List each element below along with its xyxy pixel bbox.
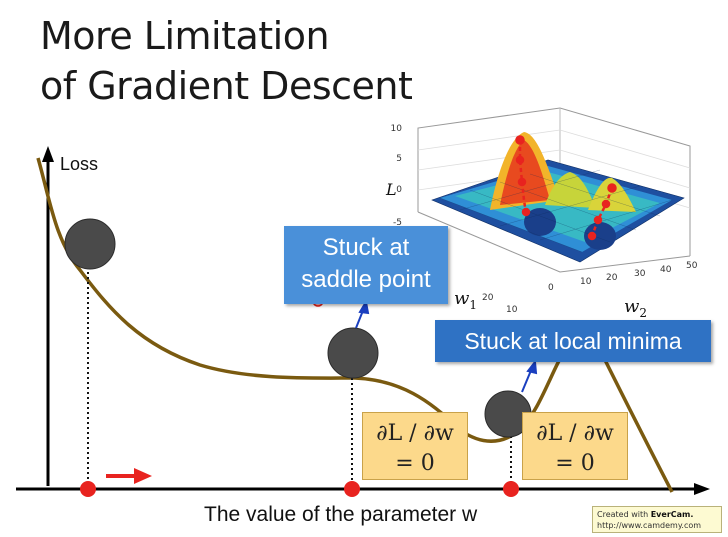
y-axis-label: Loss (60, 154, 99, 174)
surface-plot-3d: 10 5 0 -5 20 10 0 10 20 30 40 50 L w1 w2 (385, 107, 698, 320)
callout-pointer-arrows (355, 299, 538, 393)
slide-title-line2: of Gradient Descent (40, 64, 413, 108)
w1-tick: 10 (506, 305, 518, 315)
watermark-brand: EverCam. (650, 510, 694, 519)
z-tick: 10 (391, 124, 403, 134)
marker-local (503, 481, 519, 497)
marker-saddle (344, 481, 360, 497)
z-tick: 0 (396, 185, 402, 195)
slide-title-line1: More Limitation (40, 14, 330, 58)
ball-saddle (327, 327, 379, 379)
drop-lines (87, 262, 512, 487)
evercam-watermark[interactable]: Created with EverCam. http://www.camdemy… (592, 506, 722, 533)
callout-saddle-point: Stuck at saddle point (284, 226, 448, 304)
watermark-prefix: Created with (597, 510, 651, 519)
derivative-box-local: ∂L / ∂w = 0 (522, 412, 628, 480)
plot3d-w2-label: w2 (624, 296, 647, 320)
derivative-expression: ∂L / ∂w (536, 421, 614, 446)
plot3d-z-label: L (385, 180, 397, 199)
callout-local-minima: Stuck at local minima (435, 320, 711, 362)
derivative-box-saddle: ∂L / ∂w = 0 (362, 412, 468, 480)
w2-tick: 40 (660, 265, 672, 275)
direction-arrow-icon (106, 468, 152, 484)
callout-saddle-line1: Stuck at (322, 234, 410, 261)
z-tick: -5 (393, 218, 402, 228)
derivative-value: = 0 (395, 451, 435, 476)
w2-tick: 30 (634, 269, 646, 279)
w2-tick: 20 (606, 273, 618, 283)
x-axis-label: The value of the parameter w (204, 503, 478, 526)
watermark-url[interactable]: http://www.camdemy.com (597, 521, 702, 530)
w2-tick: 10 (580, 277, 592, 287)
marker-start (80, 481, 96, 497)
w2-tick: 50 (686, 261, 698, 271)
ball-start (64, 218, 116, 270)
z-tick: 5 (396, 154, 402, 164)
plot3d-w1-label: w1 (454, 288, 477, 312)
derivative-expression: ∂L / ∂w (376, 421, 454, 446)
w1-tick: 20 (482, 293, 494, 303)
w2-tick: 0 (548, 283, 554, 293)
derivative-value: = 0 (555, 451, 595, 476)
callout-saddle-line2: saddle point (301, 266, 431, 293)
